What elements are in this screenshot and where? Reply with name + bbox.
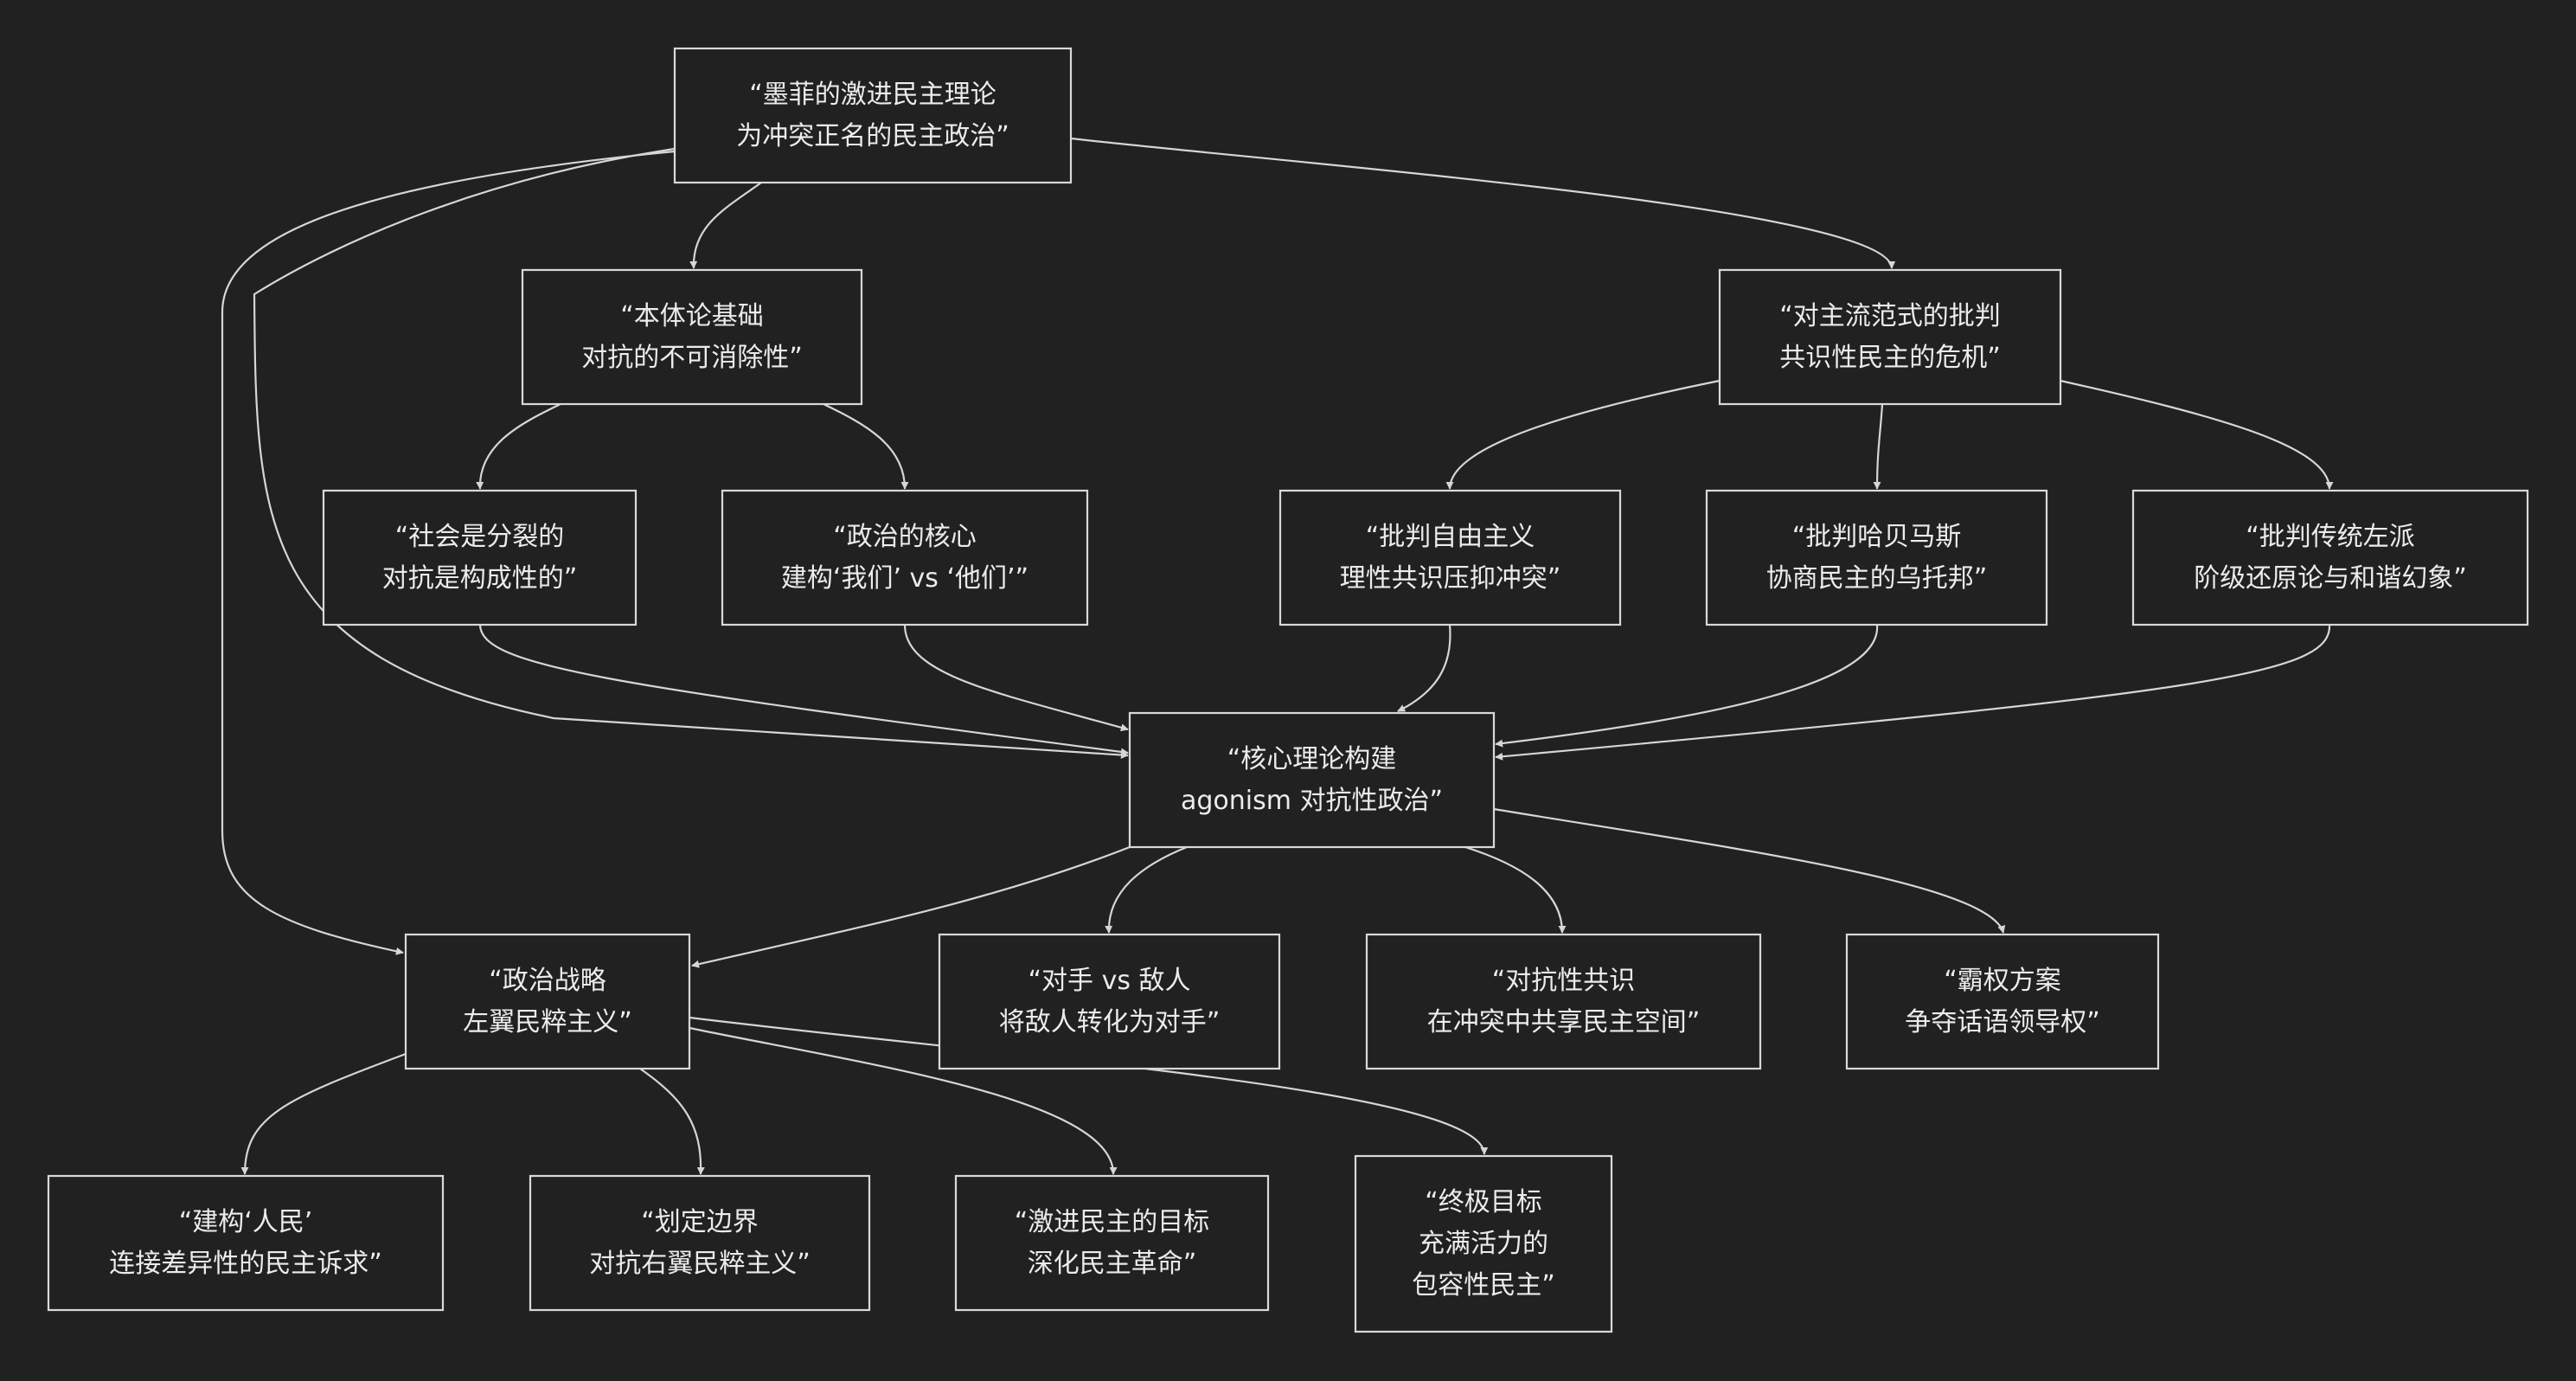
node-box — [404, 933, 691, 1070]
node-label-line: 争夺话语领导权” — [1905, 1007, 2100, 1037]
node-label-line: 对抗的不可消除性” — [581, 343, 803, 373]
edge-ontology-to-society — [476, 403, 561, 490]
node-label-line: “政治的核心 — [833, 522, 977, 552]
node-label-line: “建构‘人民’ — [179, 1207, 313, 1237]
node-label-line: 协商民主的乌托邦” — [1766, 563, 1988, 594]
edge-strategy-to-ultimate-goal — [689, 1016, 1489, 1155]
edge-society-to-core — [478, 624, 1129, 756]
node-label-line: “核心理论构建 — [1227, 744, 1397, 774]
node-label-line: 对抗右翼民粹主义” — [589, 1249, 811, 1279]
node-box — [1354, 1154, 1613, 1333]
node-box — [938, 933, 1281, 1070]
node-label-line: 阶级还原论与和谐幻象” — [2194, 563, 2467, 594]
node-box — [322, 489, 638, 626]
edge-core-to-adversary — [1105, 845, 1188, 934]
node-box — [1128, 711, 1496, 849]
edge-old-left-to-core — [1495, 624, 2331, 761]
node-box — [954, 1174, 1270, 1312]
node-label-line: “对主流范式的批判 — [1779, 301, 2001, 331]
edge-critique-to-habermas — [1873, 403, 1884, 490]
node-box — [1705, 489, 2048, 626]
node-label-line: 共识性民主的危机” — [1779, 343, 2001, 373]
node-label-line: 建构‘我们’ vs ‘他们’” — [781, 563, 1028, 594]
node-label-line: “对抗性共识 — [1492, 966, 1636, 996]
node-box — [529, 1174, 871, 1312]
edge-critique-to-liberalism — [1445, 379, 1721, 490]
node-label-line: “政治战略 — [489, 966, 606, 996]
edge-core-to-conflictual-consensus — [1464, 845, 1567, 934]
edge-strategy-to-frontier — [639, 1068, 705, 1175]
node-label-line: 深化民主革命” — [1028, 1249, 1197, 1279]
node-label-line: 在冲突中共享民主空间” — [1427, 1007, 1701, 1037]
node-label-line: 左翼民粹主义” — [463, 1007, 632, 1037]
node-label-line: “墨菲的激进民主理论 — [749, 80, 996, 110]
node-label-line: “霸权方案 — [1944, 966, 2061, 996]
node-box — [1365, 933, 1762, 1070]
node-box — [721, 489, 1089, 626]
node-people: “建构‘人民’ 连接差异性的民主诉求” — [47, 1174, 445, 1312]
node-label-line: 对抗是构成性的” — [382, 563, 578, 594]
edge-habermas-to-core — [1495, 624, 1879, 748]
edge-core-to-strategy — [691, 845, 1131, 968]
node-label-line: “激进民主的目标 — [1015, 1207, 1210, 1237]
edge-politics-core-to-core — [903, 624, 1129, 732]
node-box — [47, 1174, 445, 1312]
node-label-line: “批判自由主义 — [1366, 522, 1535, 552]
edge-strategy-to-people — [240, 1052, 407, 1175]
edge-root-to-ontology — [689, 182, 762, 269]
edge-liberalism-to-core — [1397, 624, 1451, 712]
node-label-line: 理性共识压抑冲突” — [1340, 563, 1561, 594]
node-box — [1278, 489, 1622, 626]
edge-strategy-to-radical-goal — [689, 1026, 1118, 1175]
node-label-line: “对手 vs 敌人 — [1028, 966, 1191, 996]
node-label-line: 为冲突正名的民主政治” — [736, 121, 1009, 151]
node-box — [1845, 933, 2160, 1070]
node-label-line: “划定边界 — [641, 1207, 759, 1237]
edge-ontology-to-politics-core — [823, 403, 909, 490]
node-core: “核心理论构建 agonism 对抗性政治” — [1128, 711, 1496, 849]
edge-critique-to-old-left — [2060, 379, 2334, 490]
node-label-line: “社会是分裂的 — [395, 522, 565, 552]
node-box — [673, 47, 1073, 184]
edges — [221, 137, 2334, 1175]
edge-root-to-strategy — [221, 150, 676, 955]
node-label-line: 包容性民主” — [1412, 1270, 1555, 1301]
edge-core-to-hegemony — [1493, 807, 2006, 934]
edge-root-to-core — [253, 147, 1129, 759]
node-label-line: 充满活力的 — [1419, 1229, 1548, 1259]
node-label-line: “本体论基础 — [620, 301, 764, 331]
node-label-line: agonism 对抗性政治” — [1181, 786, 1443, 816]
node-box — [2131, 489, 2529, 626]
node-label-line: “批判传统左派 — [2246, 522, 2415, 552]
node-label-line: “批判哈贝马斯 — [1792, 522, 1962, 552]
node-label-line: 将敌人转化为对手” — [999, 1007, 1221, 1037]
node-box — [521, 268, 863, 406]
node-box — [1718, 268, 2062, 406]
node-label-line: 连接差异性的民主诉求” — [109, 1249, 382, 1279]
edge-root-to-critique — [1070, 137, 1896, 269]
node-label-line: “终极目标 — [1425, 1187, 1542, 1217]
